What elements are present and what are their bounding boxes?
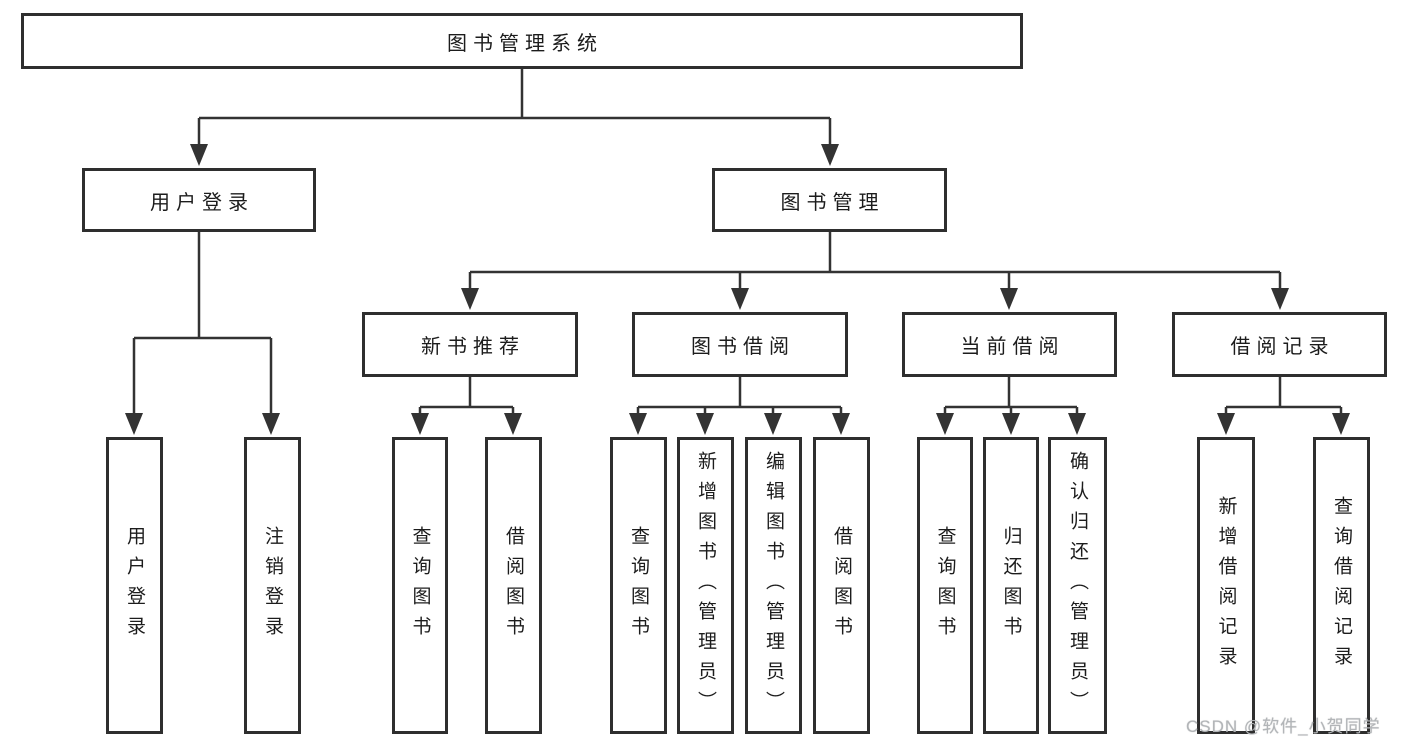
leaf-return-books-label: 归还图书 [1000,525,1022,646]
node-user-login: 用户登录 [82,168,316,232]
leaf-edit-books-admin: 编辑图书（管理员） [745,437,802,734]
leaf-logout: 注销登录 [244,437,301,734]
leaf-query-borrow-record: 查询借阅记录 [1313,437,1370,734]
node-book-management-label: 图书管理 [780,191,885,214]
node-new-book-recommend-label: 新书推荐 [421,336,525,358]
leaf-query-borrow-record-label: 查询借阅记录 [1331,495,1352,676]
leaf-return-books: 归还图书 [983,437,1039,734]
node-root: 图书管理系统 [21,13,1023,69]
leaf-add-books-admin: 新增图书（管理员） [677,437,734,734]
leaf-current-query-books: 查询图书 [917,437,973,734]
leaf-logout-label: 注销登录 [262,525,283,646]
leaf-recommend-query-books-label: 查询图书 [409,525,431,646]
connector-segments [134,69,1341,409]
csdn-watermark: CSDN @软件_小贺同学 [1186,717,1381,736]
leaf-user-login-label: 用户登录 [124,525,145,646]
node-borrowing-records: 借阅记录 [1172,312,1387,377]
leaf-add-borrow-record-label: 新增借阅记录 [1215,495,1237,676]
node-book-borrowing: 图书借阅 [632,312,848,377]
leaf-confirm-return-admin: 确认归还（管理员） [1048,437,1107,734]
leaf-recommend-query-books: 查询图书 [392,437,448,734]
node-book-borrowing-label: 图书借阅 [691,336,795,358]
node-root-label: 图书管理系统 [447,32,603,55]
node-borrowing-records-label: 借阅记录 [1230,336,1335,358]
leaf-user-login: 用户登录 [106,437,163,734]
leaf-add-borrow-record: 新增借阅记录 [1197,437,1255,734]
node-user-login-label: 用户登录 [150,191,254,214]
leaf-borrow-books: 借阅图书 [813,437,870,734]
leaf-add-books-admin-label: 新增图书（管理员） [695,450,716,721]
leaf-recommend-borrow-books-label: 借阅图书 [503,525,524,646]
arrowheads [125,144,1350,435]
leaf-confirm-return-admin-label: 确认归还（管理员） [1067,450,1088,721]
node-new-book-recommend: 新书推荐 [362,312,578,377]
node-current-borrowing-label: 当前借阅 [960,336,1065,358]
leaf-current-query-books-label: 查询图书 [934,525,956,646]
leaf-borrowing-query-books-label: 查询图书 [628,525,649,646]
leaf-borrowing-query-books: 查询图书 [610,437,667,734]
node-current-borrowing: 当前借阅 [902,312,1117,377]
node-book-management: 图书管理 [712,168,947,232]
leaf-edit-books-admin-label: 编辑图书（管理员） [763,450,784,721]
leaf-borrow-books-label: 借阅图书 [831,525,852,646]
leaf-recommend-borrow-books: 借阅图书 [485,437,542,734]
